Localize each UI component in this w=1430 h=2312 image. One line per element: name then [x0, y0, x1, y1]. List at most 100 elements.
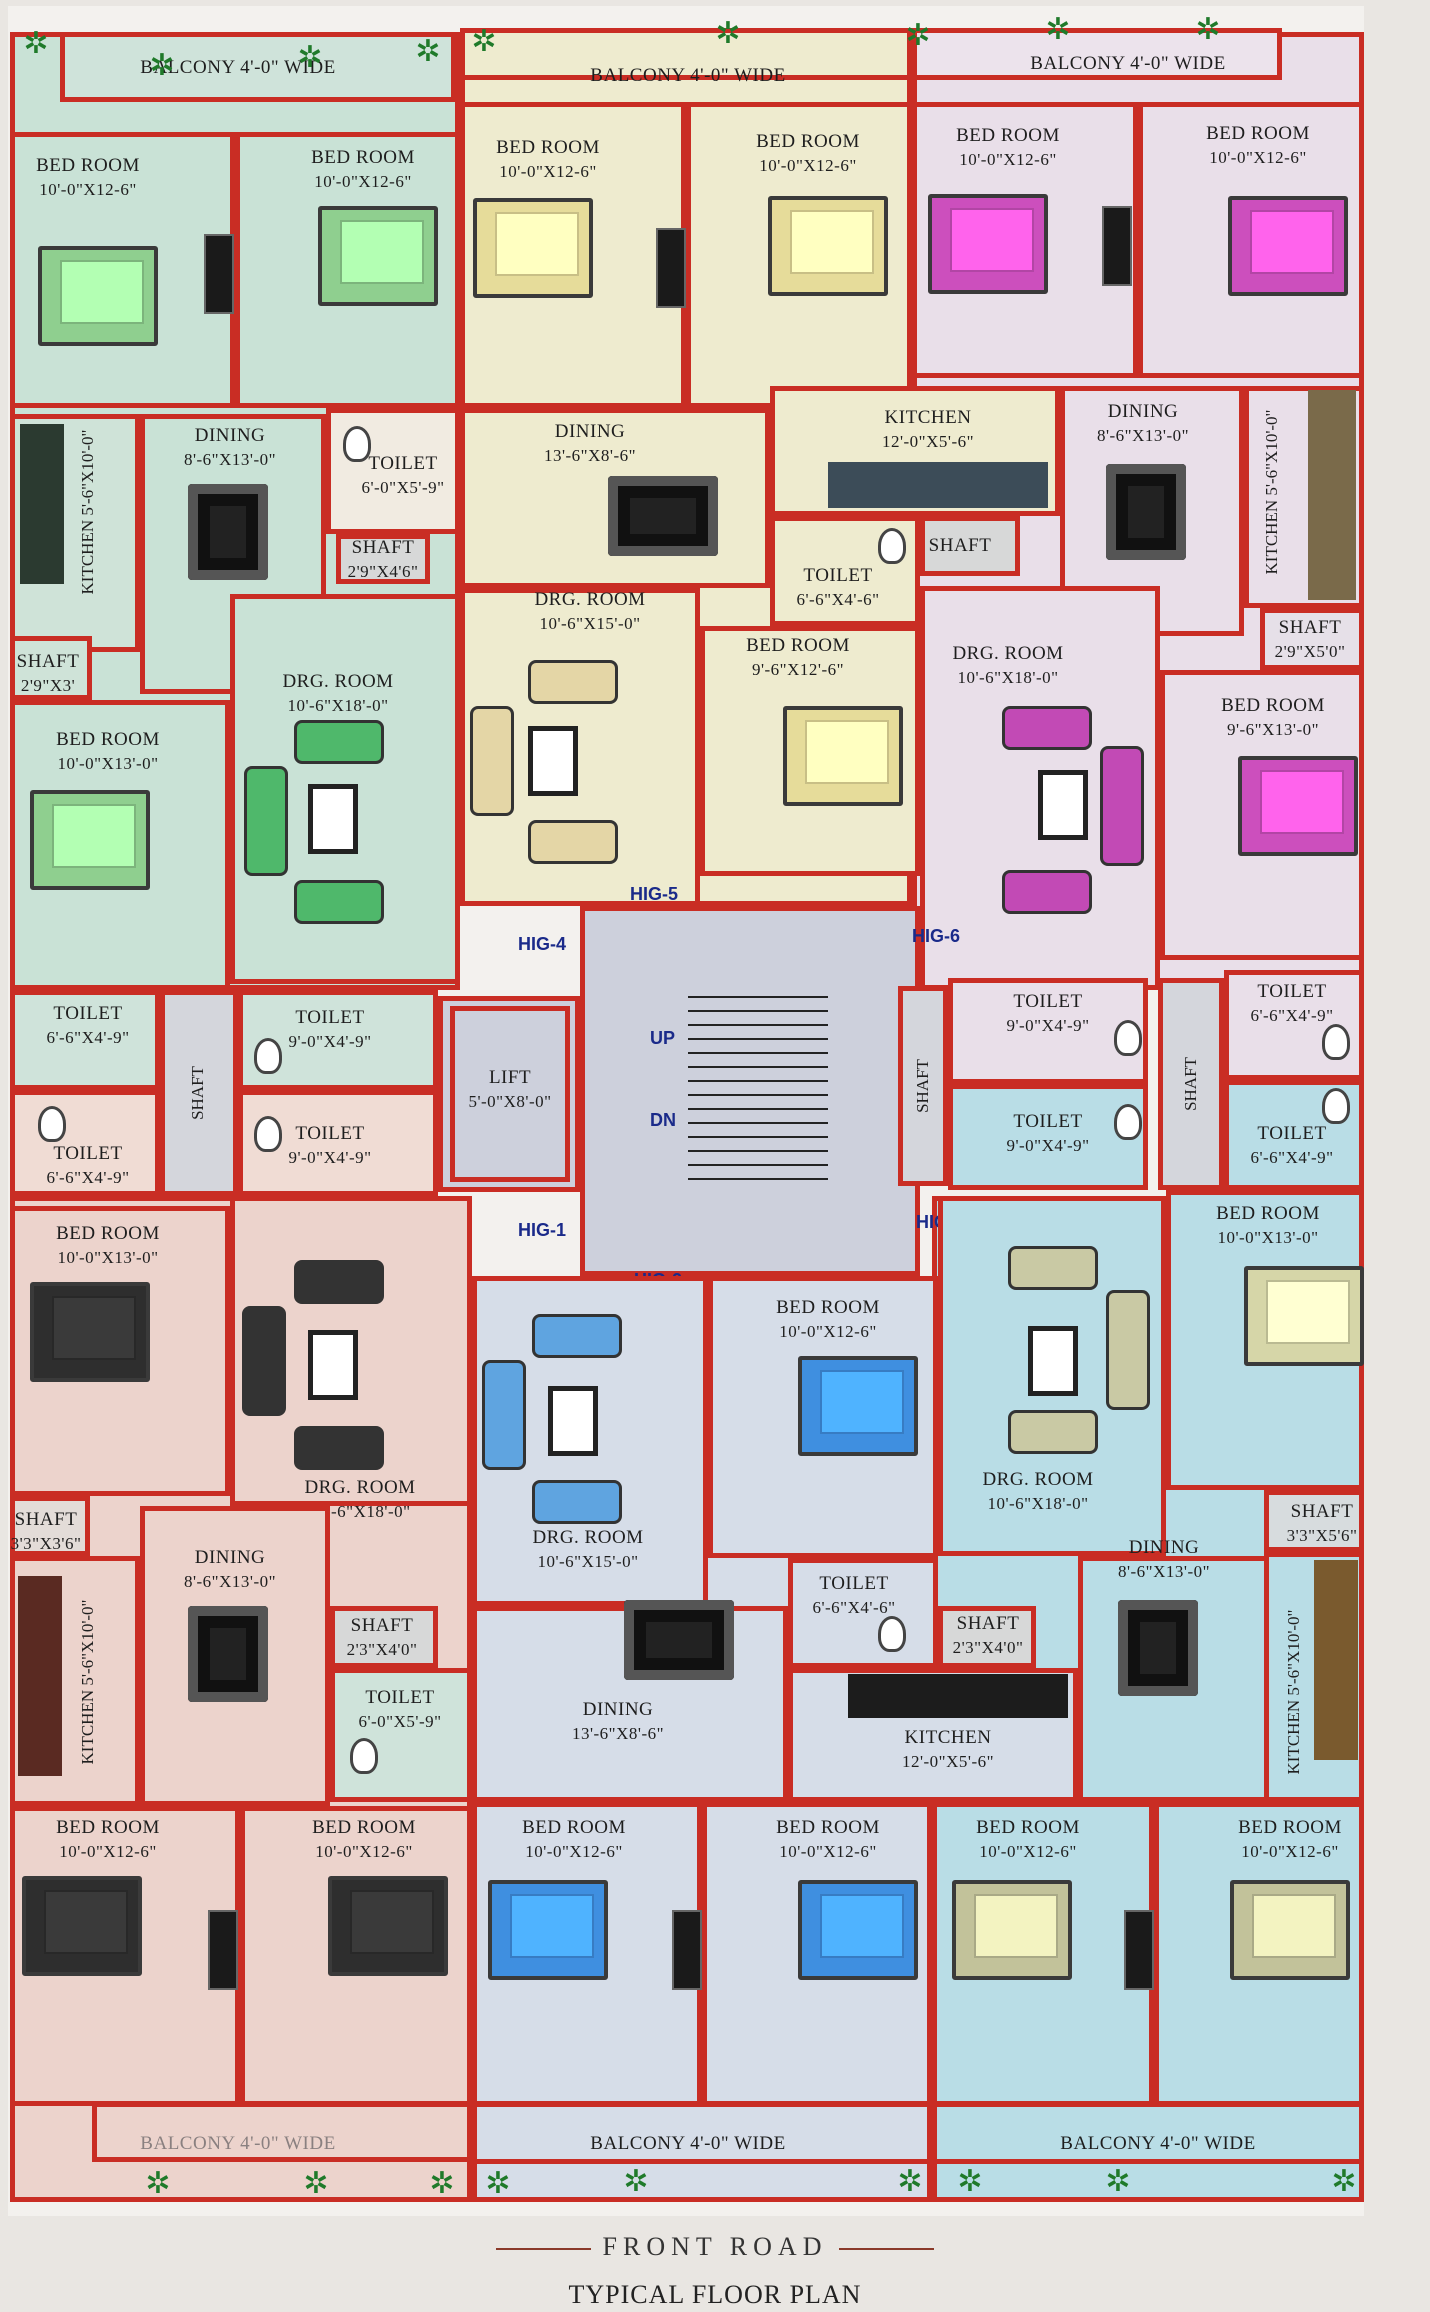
dining-table	[188, 1606, 268, 1702]
bed	[30, 1282, 150, 1382]
plant-icon: ✲	[429, 2167, 455, 2200]
plant-icon: ✲	[485, 2167, 511, 2200]
bed	[1230, 1880, 1350, 1980]
bed	[798, 1880, 918, 1980]
shaft	[1158, 978, 1224, 1190]
room-label: KITCHEN 5'-6"X10'-0"	[1283, 1610, 1305, 1775]
room-name: BED ROOM	[1238, 1817, 1342, 1838]
room-name: DINING	[1128, 1537, 1200, 1558]
room-name: SHAFT	[1290, 1501, 1354, 1522]
room-name: SHAFT	[14, 1509, 78, 1530]
room-label: BALCONY 4'-0" WIDE	[140, 2133, 336, 2154]
shaft	[920, 516, 1020, 576]
room-label: SHAFT 2'9"X4'6"	[348, 536, 419, 584]
plant-icon: ✲	[897, 2165, 923, 2198]
plan-title: TYPICAL FLOOR PLAN	[568, 2280, 862, 2309]
room-name: SHAFT	[350, 1615, 414, 1636]
plant-icon: ✲	[715, 17, 741, 50]
room-name: SHAFT	[351, 537, 415, 558]
room-dim: 10'-6"X18'-0"	[957, 668, 1059, 687]
balcony	[472, 2102, 932, 2164]
room-name: SHAFT	[956, 1613, 1020, 1634]
room-dim: 10'-0"X12-6"	[59, 1842, 157, 1861]
shaft	[10, 1496, 90, 1556]
room-dim: 10'-0"X12-6"	[979, 1842, 1077, 1861]
bed	[22, 1876, 142, 1976]
stair-tread	[688, 1164, 828, 1166]
room-name: SHAFT	[928, 535, 992, 556]
stair-tread	[688, 1038, 828, 1040]
room-name: DRG. ROOM	[282, 671, 394, 692]
toilet-seat	[878, 528, 906, 564]
plant-icon: ✲	[303, 2167, 329, 2200]
room-dim: 6'-6"X4'-9"	[46, 1168, 130, 1187]
room-name: TOILET	[803, 565, 873, 586]
bed	[768, 196, 888, 296]
toilet	[330, 1668, 472, 1802]
kitchen-counter	[1308, 390, 1356, 600]
coffee-table	[308, 784, 358, 854]
room-dim: 2'9"X4'6"	[347, 562, 419, 581]
sofa	[532, 1314, 622, 1358]
lift-name: LIFT	[488, 1067, 532, 1088]
room-dim: 6'-6"X4'-9"	[1250, 1006, 1334, 1025]
room-dim: 5'-6"X10'-0"	[1262, 409, 1281, 496]
balcony	[60, 32, 456, 102]
room-label: KITCHEN 5'-6"X10'-0"	[77, 1600, 99, 1765]
room-name: BED ROOM	[976, 1817, 1080, 1838]
sofa	[1008, 1246, 1098, 1290]
bed	[38, 246, 158, 346]
coffee-table	[548, 1386, 598, 1456]
balcony	[92, 2102, 472, 2162]
shaft	[330, 1606, 438, 1668]
room-label: SHAFT	[187, 1066, 209, 1120]
room-name: DRG. ROOM	[534, 589, 646, 610]
stair-tread	[688, 1066, 828, 1068]
room-name: BED ROOM	[36, 155, 140, 176]
room-dim: 10'-6"X15'-0"	[537, 1552, 639, 1571]
room-dim: 3'3"X3'6"	[10, 1534, 82, 1553]
room-dim: 10'-0"X12-6"	[779, 1842, 877, 1861]
room-label: KITCHEN 5'-6"X10'-0"	[1261, 410, 1283, 575]
room-dim: 2'3"X4'0"	[346, 1640, 418, 1659]
room-name: TOILET	[365, 1687, 435, 1708]
stair-tread	[688, 1052, 828, 1054]
room-name: DINING	[194, 1547, 266, 1568]
room-dim: 2'9"X5'0"	[1274, 642, 1346, 661]
room-label: SHAFT	[912, 1059, 934, 1113]
kitchen-counter	[828, 462, 1048, 508]
shaft	[1260, 608, 1364, 670]
room-name: BED ROOM	[312, 1817, 416, 1838]
room-name: SHAFT	[16, 651, 80, 672]
room-name: SHAFT	[1278, 617, 1342, 638]
room-name: TOILET	[1013, 1111, 1083, 1132]
plant-icon: ✲	[415, 35, 441, 68]
bed	[783, 706, 903, 806]
room-name: BED ROOM	[56, 1223, 160, 1244]
room-name: DINING	[1107, 401, 1179, 422]
plant-icon: ✲	[957, 2165, 983, 2198]
bed	[30, 790, 150, 890]
coffee-table	[1028, 1326, 1078, 1396]
room-label: KITCHEN 5'-6"X10'-0"	[77, 430, 99, 595]
front-road-text: FRONT ROAD	[602, 2232, 828, 2261]
toilet-seat	[878, 1616, 906, 1652]
sofa	[1008, 1410, 1098, 1454]
room-dim: 8'-6"X13'-0"	[183, 1572, 277, 1591]
toilet	[10, 1090, 160, 1196]
